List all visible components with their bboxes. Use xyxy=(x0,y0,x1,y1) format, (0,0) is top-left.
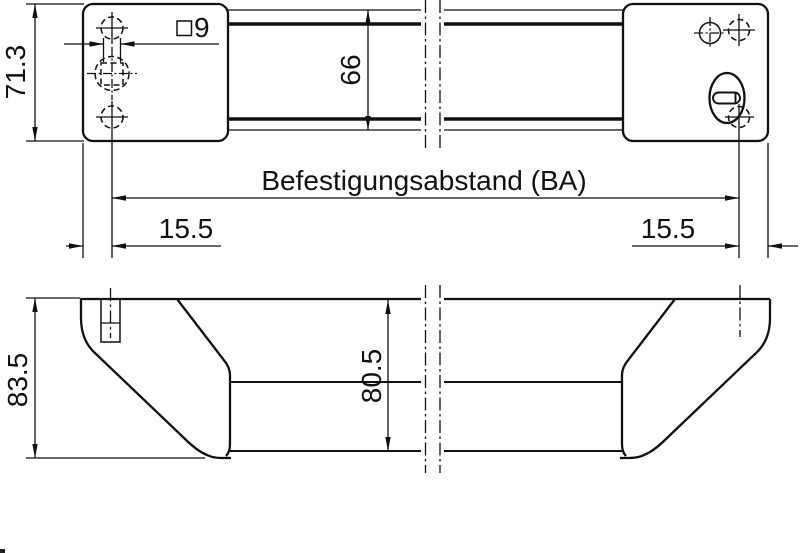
left-mounting-plate xyxy=(81,2,230,143)
arrowhead-down xyxy=(32,127,38,141)
arrowhead-left xyxy=(120,41,135,47)
scan-artifact xyxy=(0,549,5,553)
dim-plate-height-label: 71.3 xyxy=(0,45,31,100)
hidden-hole-centerlines xyxy=(723,14,755,46)
dim-foot-depth: 83.5 xyxy=(2,297,205,459)
arrowhead-right xyxy=(725,195,739,201)
plan-view-dimensions: 83.5 80.5 xyxy=(2,297,391,459)
dim-square-recess: 9 xyxy=(64,12,219,62)
left-foot-inner-profile xyxy=(176,298,232,457)
dim-square-label: 9 xyxy=(194,12,210,43)
dim-foot-depth-label: 83.5 xyxy=(2,353,33,408)
arrowhead-up xyxy=(385,300,391,314)
front-view xyxy=(81,0,770,148)
dim-edge-offset-right-label: 15.5 xyxy=(641,213,696,244)
arrowhead-down xyxy=(365,116,371,130)
arrowhead-right xyxy=(725,243,739,249)
arrowhead-up xyxy=(32,298,38,312)
dim-grip-depth: 80.5 xyxy=(356,300,391,451)
arrowhead-left xyxy=(112,195,126,201)
dim-plate-height: 71.3 xyxy=(0,3,84,142)
dim-edge-offset-left-label: 15.5 xyxy=(159,213,214,244)
right-mounting-plate xyxy=(621,2,770,143)
arrowhead-up xyxy=(32,4,38,18)
plan-view xyxy=(79,285,772,473)
pilot-hole-centerlines xyxy=(694,17,726,49)
dim-edge-offset-right: 15.5 xyxy=(632,143,798,258)
break-lines-plan xyxy=(424,285,441,473)
dim-edge-offset-left: 15.5 xyxy=(66,143,221,258)
break-lines-front xyxy=(424,0,441,148)
arrowhead-down xyxy=(32,444,38,458)
arrowhead-left xyxy=(768,243,782,249)
oval-slot xyxy=(712,91,741,105)
dim-mounting-distance-label: Befestigungsabstand (BA) xyxy=(261,165,586,196)
front-view-dimensions: 71.3 9 66 Befestigungsabstand (BA) xyxy=(0,3,798,258)
arrowhead-down xyxy=(385,437,391,451)
arrowhead-up xyxy=(365,10,371,24)
left-foot-outer-profile xyxy=(79,299,231,460)
dim-grip-depth-label: 80.5 xyxy=(356,349,387,404)
dim-mounting-distance: Befestigungsabstand (BA) xyxy=(111,101,740,258)
right-foot-outer-profile xyxy=(620,299,772,460)
right-foot-inner-profile xyxy=(620,298,676,457)
right-plate-oval-recess xyxy=(708,71,746,125)
arrowhead-right xyxy=(89,41,104,47)
dim-extension-lines xyxy=(102,38,122,62)
dim-extension-lines xyxy=(26,3,84,142)
dim-grip-width: 66 xyxy=(335,10,371,130)
dim-grip-width-label: 66 xyxy=(335,54,366,85)
arrowhead-right xyxy=(69,243,83,249)
square-symbol-icon xyxy=(176,20,193,37)
arrowhead-left xyxy=(112,243,126,249)
